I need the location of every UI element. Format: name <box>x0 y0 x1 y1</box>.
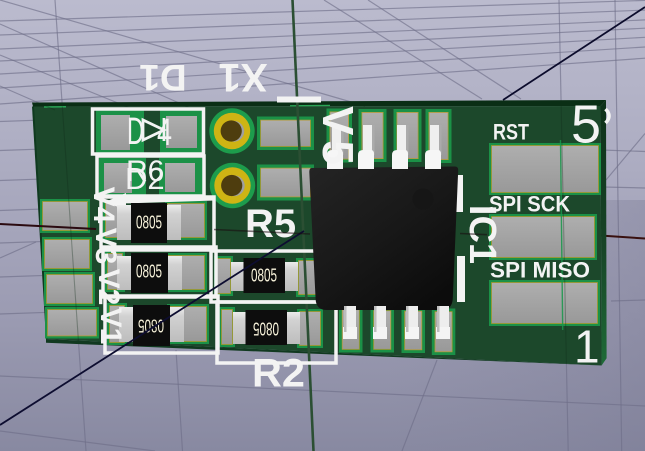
svg-text:SPI MISO: SPI MISO <box>490 258 590 283</box>
svg-text:0805: 0805 <box>251 266 277 286</box>
svg-text:V2: V2 <box>92 269 125 306</box>
svg-text:V3: V3 <box>89 228 122 265</box>
svg-text:0805: 0805 <box>138 316 164 336</box>
svg-text:RST: RST <box>493 120 529 145</box>
svg-text:5: 5 <box>571 95 601 155</box>
svg-text:V1: V1 <box>94 308 127 345</box>
svg-text:V5: V5 <box>313 106 362 170</box>
svg-text:0805: 0805 <box>136 213 162 233</box>
svg-text:X1: X1 <box>219 55 268 99</box>
svg-text:D1: D1 <box>139 57 186 98</box>
svg-text:0805: 0805 <box>136 262 162 282</box>
svg-text:R2: R2 <box>252 352 305 396</box>
svg-text:R6: R6 <box>126 155 164 188</box>
svg-text:SPI SCK: SPI SCK <box>489 192 570 217</box>
svg-text:V4: V4 <box>87 187 120 224</box>
svg-text:R5: R5 <box>245 202 296 246</box>
svg-text:0805: 0805 <box>253 319 279 339</box>
svg-text:D: D <box>127 111 144 153</box>
svg-text:D2: D2 <box>125 161 165 196</box>
svg-text:1: 1 <box>574 321 600 373</box>
